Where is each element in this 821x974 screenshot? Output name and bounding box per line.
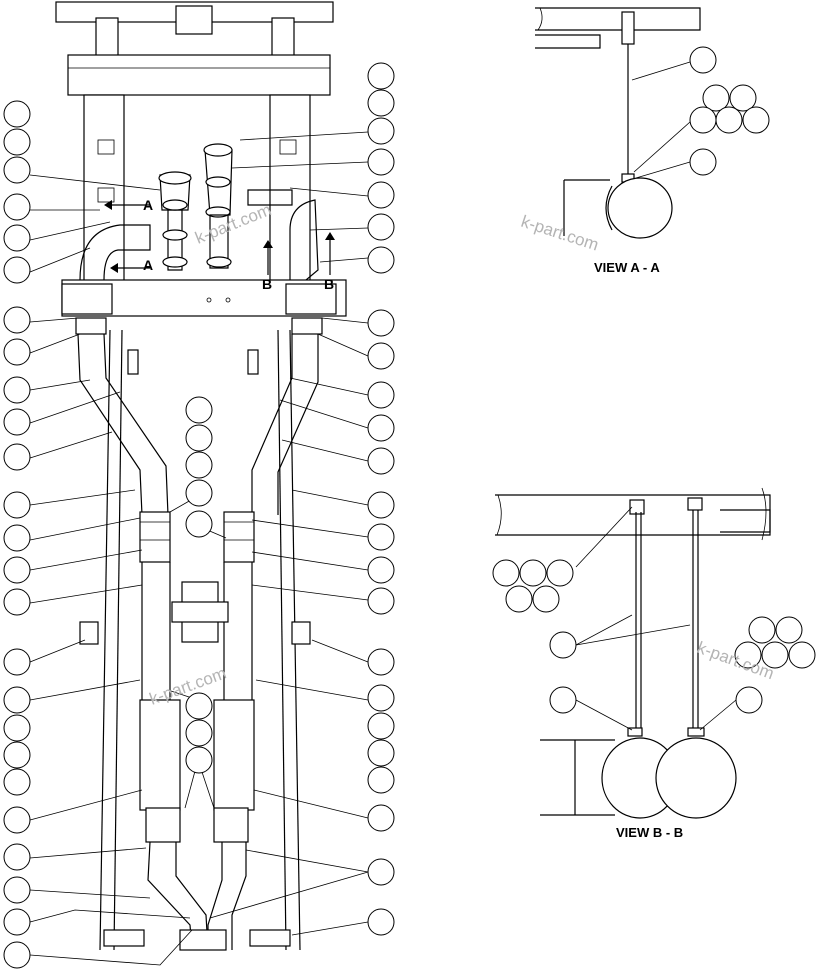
watermark-1: k-part.com [192,200,274,248]
section-label-b-right: B [324,276,334,292]
left-clamp [61,283,113,315]
section-label-b-left: B [262,276,272,292]
view-b-bracket-left [629,499,645,515]
section-label-a-lower: A [143,257,153,273]
view-a-muffler [607,177,673,239]
center-callout-bubbles [185,396,213,774]
right-muffler [213,699,255,811]
view-b-detail [492,487,816,819]
view-a-bracket [621,11,635,45]
watermark-4: k-part.com [695,638,777,683]
view-b-bracket-right [687,497,703,511]
right-clamp [285,283,337,315]
right-exhaust-pipe [207,334,319,950]
watermark-2: k-part.com [519,212,601,255]
turbo-pipe-group [79,143,319,281]
view-b-muffler-front [655,737,737,819]
view-b-label: VIEW B - B [616,825,683,840]
left-callouts [29,174,193,966]
right-callouts [209,131,369,936]
exhaust-assembly [55,1,347,951]
bumper-bracket [175,5,213,35]
right-callout-bubbles [367,62,395,936]
left-exhaust-pipe [77,333,209,951]
left-muffler [139,699,181,811]
left-callout-bubbles [3,100,31,969]
view-a-detail [535,7,770,239]
view-a-label: VIEW A - A [594,260,660,275]
section-label-a-upper: A [143,197,153,213]
